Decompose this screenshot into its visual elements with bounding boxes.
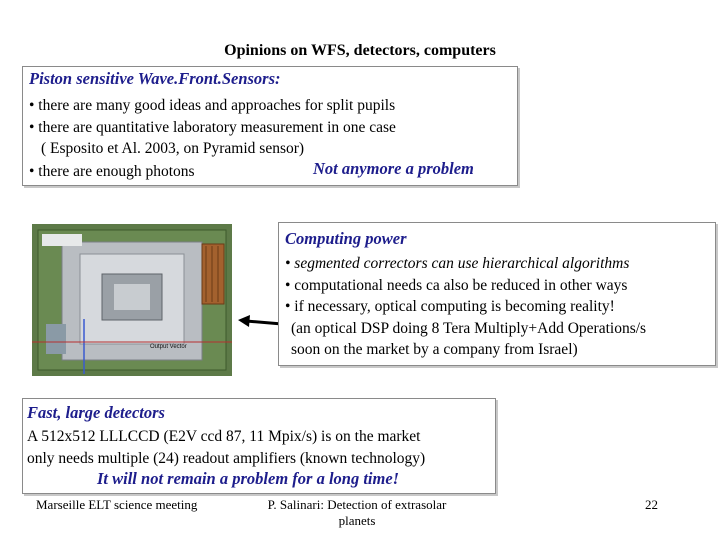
- slide-title: Opinions on WFS, detectors, computers: [224, 42, 496, 59]
- wfs-line-2: • there are quantitative laboratory meas…: [29, 119, 396, 136]
- page-number: 22: [645, 497, 658, 512]
- wfs-line-4: • there are enough photons: [29, 163, 195, 180]
- wfs-box: Piston sensitive Wave.Front.Sensors: • t…: [22, 66, 518, 186]
- optical-processor-photo: Output Vector: [32, 224, 232, 376]
- computing-line-4: (an optical DSP doing 8 Tera Multiply+Ad…: [291, 320, 647, 337]
- footer-author: P. Salinari: Detection of extrasolar pla…: [252, 497, 462, 529]
- computing-line-3: • if necessary, optical computing is bec…: [285, 298, 615, 315]
- wfs-line-1: • there are many good ideas and approach…: [29, 97, 396, 114]
- computing-line-5: soon on the market by a company from Isr…: [291, 341, 578, 358]
- arrow-left-icon: [238, 315, 283, 327]
- footer-author-line-1: P. Salinari: Detection of extrasolar: [267, 497, 447, 512]
- wfs-heading: Piston sensitive Wave.Front.Sensors:: [29, 69, 281, 88]
- detectors-conclusion: It will not remain a problem for a long …: [97, 469, 400, 488]
- detectors-heading: Fast, large detectors: [27, 403, 165, 422]
- computing-line-2: • computational needs ca also be reduced…: [285, 277, 628, 294]
- photo-label-output-vector: Output Vector: [150, 344, 187, 350]
- computing-line-1: • segmented correctors can use hierarchi…: [285, 255, 630, 272]
- processor-board-image: Output Vector: [32, 224, 232, 376]
- computing-heading: Computing power: [285, 229, 407, 248]
- detectors-line-2: only needs multiple (24) readout amplifi…: [27, 450, 426, 467]
- computing-power-box: Computing power • segmented correctors c…: [278, 222, 716, 366]
- footer-event: Marseille ELT science meeting: [36, 497, 198, 512]
- detectors-box: Fast, large detectors A 512x512 LLLCCD (…: [22, 398, 496, 494]
- footer-author-line-2: planets: [338, 513, 376, 528]
- wfs-conclusion: Not anymore a problem: [313, 159, 474, 178]
- detectors-line-1: A 512x512 LLLCCD (E2V ccd 87, 11 Mpix/s)…: [27, 428, 421, 445]
- wfs-line-3: ( Esposito et Al. 2003, on Pyramid senso…: [41, 140, 305, 157]
